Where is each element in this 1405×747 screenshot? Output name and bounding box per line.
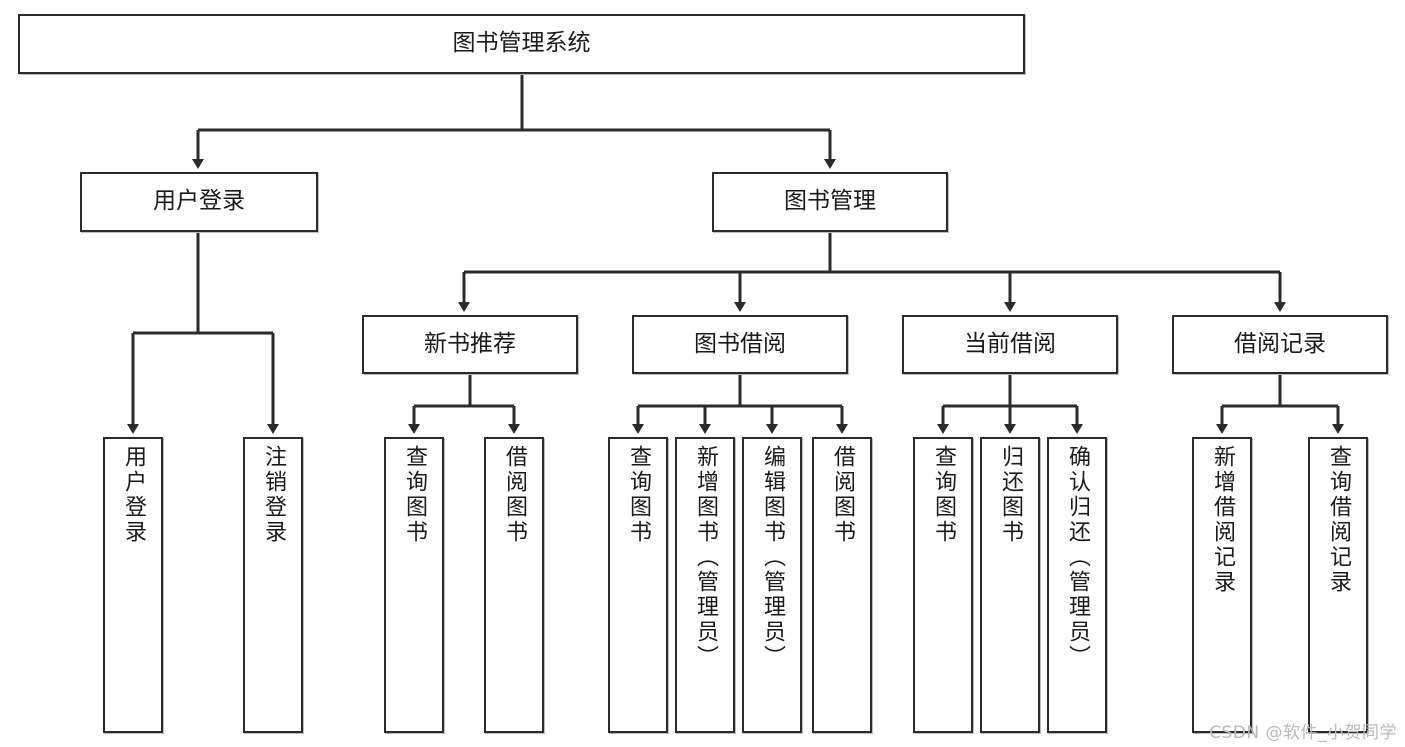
leaf-user-login-logout[interactable]: 注销登录 bbox=[243, 437, 303, 733]
node-label: 查询图书 bbox=[931, 445, 956, 545]
node-label: 用户登录 bbox=[121, 445, 146, 545]
node-book-borrow[interactable]: 图书借阅 bbox=[632, 315, 848, 374]
leaf-book-borrow-borrow[interactable]: 借阅图书 bbox=[812, 437, 872, 733]
leaf-book-borrow-add[interactable]: 新增图书（管理员） bbox=[675, 437, 735, 733]
node-label: 归还图书 bbox=[998, 445, 1023, 545]
node-book-management[interactable]: 图书管理 bbox=[712, 172, 948, 232]
node-label: 新书推荐 bbox=[424, 330, 516, 357]
node-label: 查询图书 bbox=[626, 445, 651, 545]
node-borrow-record[interactable]: 借阅记录 bbox=[1172, 315, 1388, 374]
leaf-borrow-record-query[interactable]: 查询借阅记录 bbox=[1308, 437, 1368, 733]
leaf-current-borrow-return[interactable]: 归还图书 bbox=[980, 437, 1040, 733]
leaf-book-borrow-edit[interactable]: 编辑图书（管理员） bbox=[742, 437, 802, 733]
leaf-new-book-borrow[interactable]: 借阅图书 bbox=[484, 437, 544, 733]
node-label: 新增借阅记录 bbox=[1210, 445, 1235, 595]
leaf-current-borrow-query[interactable]: 查询图书 bbox=[913, 437, 973, 733]
leaf-user-login-login[interactable]: 用户登录 bbox=[103, 437, 163, 733]
node-user-login[interactable]: 用户登录 bbox=[80, 172, 318, 232]
node-new-book-recommend[interactable]: 新书推荐 bbox=[362, 315, 578, 374]
node-root[interactable]: 图书管理系统 bbox=[18, 14, 1025, 74]
leaf-borrow-record-add[interactable]: 新增借阅记录 bbox=[1192, 437, 1252, 733]
node-label: 新增图书（管理员） bbox=[693, 445, 718, 670]
node-label: 借阅图书 bbox=[502, 445, 527, 545]
node-label: 查询图书 bbox=[402, 445, 427, 545]
node-label: 借阅图书 bbox=[830, 445, 855, 545]
node-label: 当前借阅 bbox=[964, 330, 1056, 357]
node-label: 借阅记录 bbox=[1234, 330, 1326, 357]
leaf-current-borrow-confirm-return[interactable]: 确认归还（管理员） bbox=[1047, 437, 1107, 733]
node-label: 用户登录 bbox=[153, 188, 245, 215]
node-label: 图书管理 bbox=[784, 188, 876, 215]
csdn-watermark: CSDN @软件_小贺同学 bbox=[1209, 723, 1397, 743]
leaf-new-book-query[interactable]: 查询图书 bbox=[384, 437, 444, 733]
node-label: 确认归还（管理员） bbox=[1065, 445, 1090, 670]
node-label: 编辑图书（管理员） bbox=[760, 445, 785, 670]
leaf-book-borrow-query[interactable]: 查询图书 bbox=[608, 437, 668, 733]
node-current-borrow[interactable]: 当前借阅 bbox=[902, 315, 1118, 374]
node-label: 图书借阅 bbox=[694, 330, 786, 357]
node-label: 图书管理系统 bbox=[452, 30, 591, 57]
node-label: 查询借阅记录 bbox=[1326, 445, 1351, 595]
node-label: 注销登录 bbox=[261, 445, 286, 545]
